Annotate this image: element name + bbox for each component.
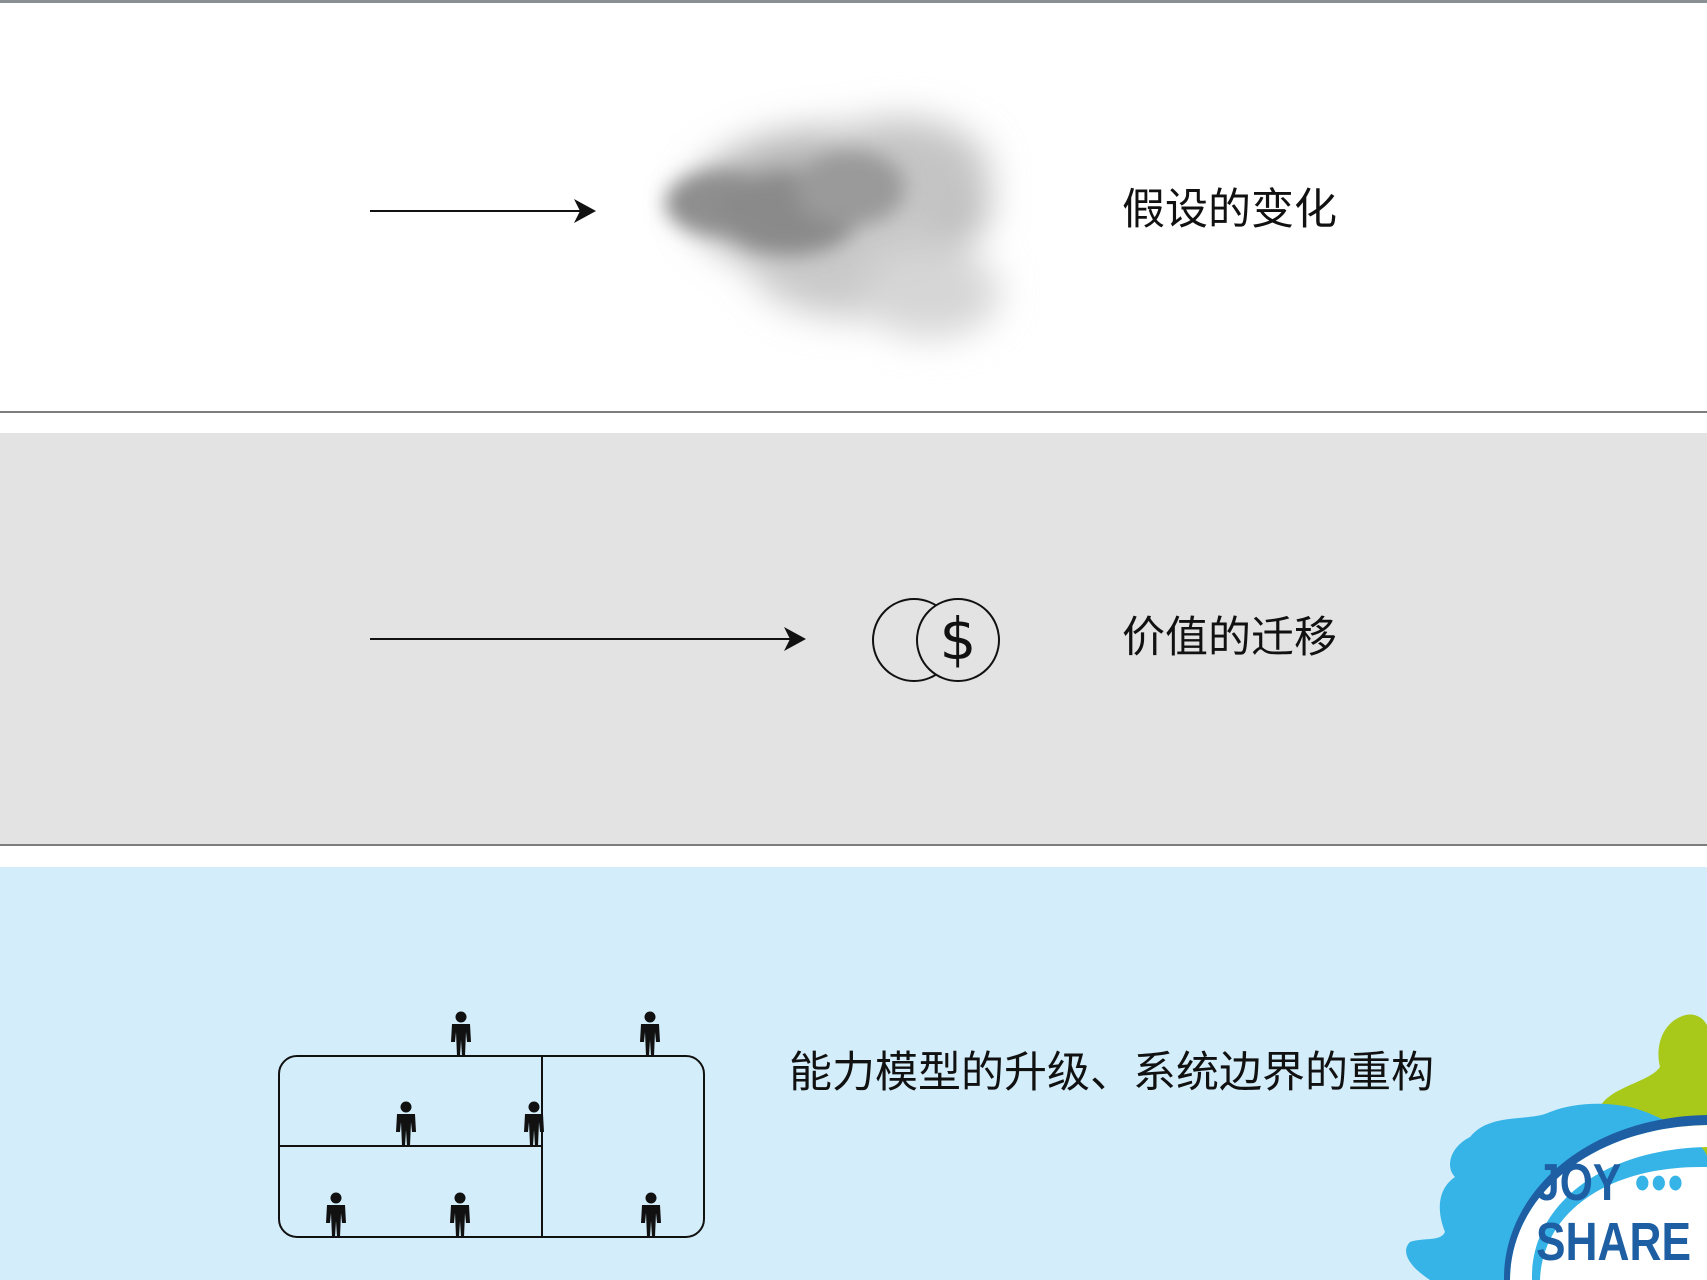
logo-text-joy: JOY ••• (1536, 1157, 1685, 1209)
row-label: 假设的变化 (1122, 185, 1337, 235)
joyshare-logo (1406, 1014, 1707, 1280)
smoke-cloud-icon (665, 118, 1000, 338)
row-capability-model: 能力模型的升级、系统边界的重构 JOY ••• SHARE (0, 867, 1707, 1280)
dollar-coins-icon (872, 598, 1000, 682)
arrow-right-icon (370, 627, 806, 651)
logo-text-share: SHARE (1536, 1212, 1692, 1272)
row-hypothesis-change: 假设的变化 (0, 0, 1707, 412)
logo-dots: ••• (1621, 1154, 1685, 1212)
row-label: 价值的迁移 (1122, 613, 1337, 663)
arrow-right-icon (370, 199, 596, 223)
divider-line (0, 844, 1707, 846)
logo-joy-label: JOY (1536, 1154, 1622, 1212)
row-label: 能力模型的升级、系统边界的重构 (789, 1048, 1434, 1098)
row-value-migration: $ 价值的迁移 (0, 433, 1707, 846)
dollar-symbol: $ (939, 605, 977, 673)
divider-line (0, 411, 1707, 413)
org-structure-people-icon (278, 1011, 705, 1238)
